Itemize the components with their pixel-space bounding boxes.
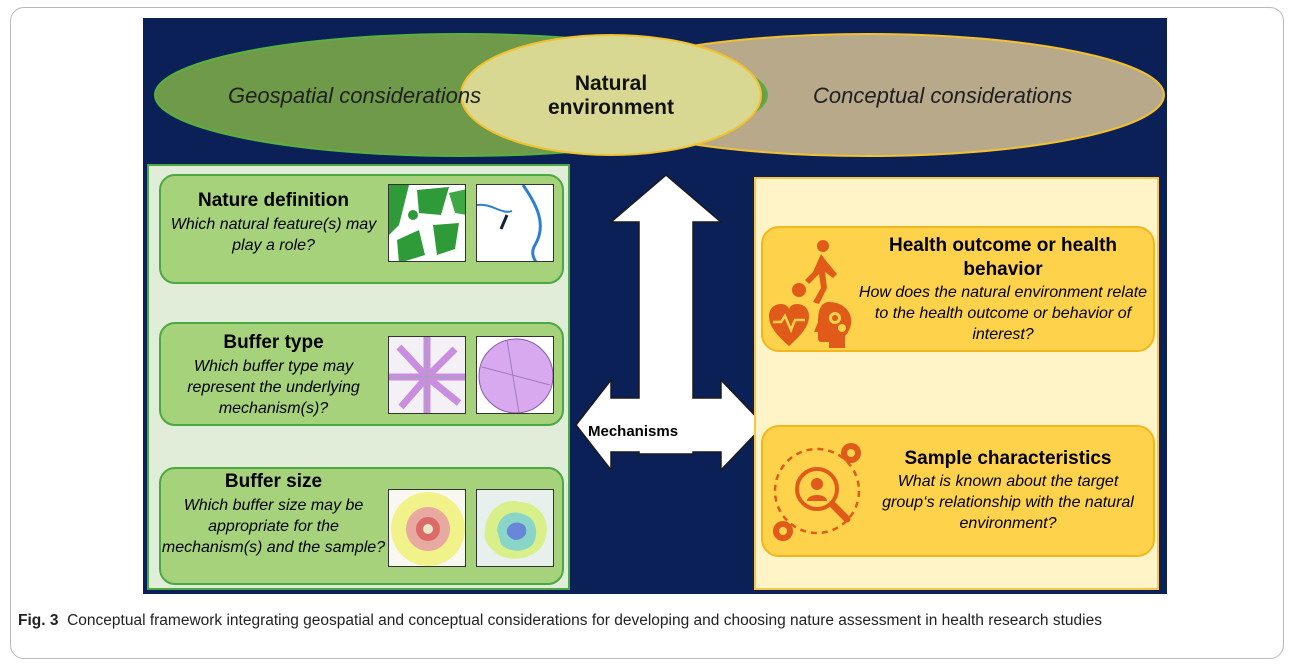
mechanisms-label: Mechanisms xyxy=(588,423,679,440)
diagram-panel: Geospatial considerations Natural enviro… xyxy=(143,18,1167,594)
sample-characteristics-box: Sample characteristics What is known abo… xyxy=(761,425,1155,557)
buffer-type-question: Which buffer type may represent the unde… xyxy=(187,358,360,417)
caption-text: Conceptual framework integrating geospat… xyxy=(67,612,1102,629)
magnifier-person-icon xyxy=(795,467,851,523)
sample-icon xyxy=(773,443,861,541)
sample-characteristics-question: What is known about the target group‘s r… xyxy=(882,473,1134,532)
buffer-size-title: Buffer size xyxy=(224,471,323,492)
green-map-thumbnail xyxy=(388,184,466,262)
nature-definition-question: Which natural feature(s) may play a role… xyxy=(170,216,377,254)
running-person-icon xyxy=(792,240,837,304)
head-gears-icon xyxy=(814,302,852,348)
health-outcome-question: How does the natural environment relate … xyxy=(858,284,1148,343)
cross-arrows xyxy=(575,174,766,473)
center-ellipse xyxy=(460,34,762,156)
nature-definition-title: Nature definition xyxy=(198,190,349,211)
conceptual-label: Conceptual considerations xyxy=(813,83,1073,108)
circular-buffer-thumbnail xyxy=(476,336,554,414)
buffer-size-question: Which buffer size may be appropriate for… xyxy=(161,497,386,556)
geospatial-label: Geospatial considerations xyxy=(228,83,482,108)
heart-icon xyxy=(769,304,809,346)
caption-label: Fig. 3 xyxy=(18,612,59,629)
natural-environment-label: Natural environment xyxy=(547,72,675,119)
health-outcome-title: Health outcome or health behavior xyxy=(888,235,1118,280)
buffer-type-box: Buffer type Which buffer type may repres… xyxy=(159,322,564,426)
figure-caption: Fig. 3 Conceptual framework integrating … xyxy=(18,609,1268,632)
concentric-buffer-thumbnail xyxy=(388,489,466,567)
figure-frame xyxy=(10,7,1284,659)
conceptual-panel: Health outcome or health behavior How do… xyxy=(754,177,1159,590)
nature-definition-box: Nature definition Which natural feature(… xyxy=(159,174,564,284)
geospatial-panel: Nature definition Which natural feature(… xyxy=(147,164,570,590)
water-map-thumbnail xyxy=(476,184,554,262)
buffer-size-box: Buffer size Which buffer size may be app… xyxy=(159,467,564,585)
gear-icon-small xyxy=(773,521,793,541)
network-buffer-thumbnail xyxy=(388,336,466,414)
health-icons xyxy=(769,240,852,348)
gear-icon xyxy=(841,443,861,463)
sample-characteristics-title: Sample characteristics xyxy=(904,448,1112,469)
health-outcome-box: Health outcome or health behavior How do… xyxy=(761,226,1155,352)
buffer-type-title: Buffer type xyxy=(223,332,324,353)
isochrone-buffer-thumbnail xyxy=(476,489,554,567)
